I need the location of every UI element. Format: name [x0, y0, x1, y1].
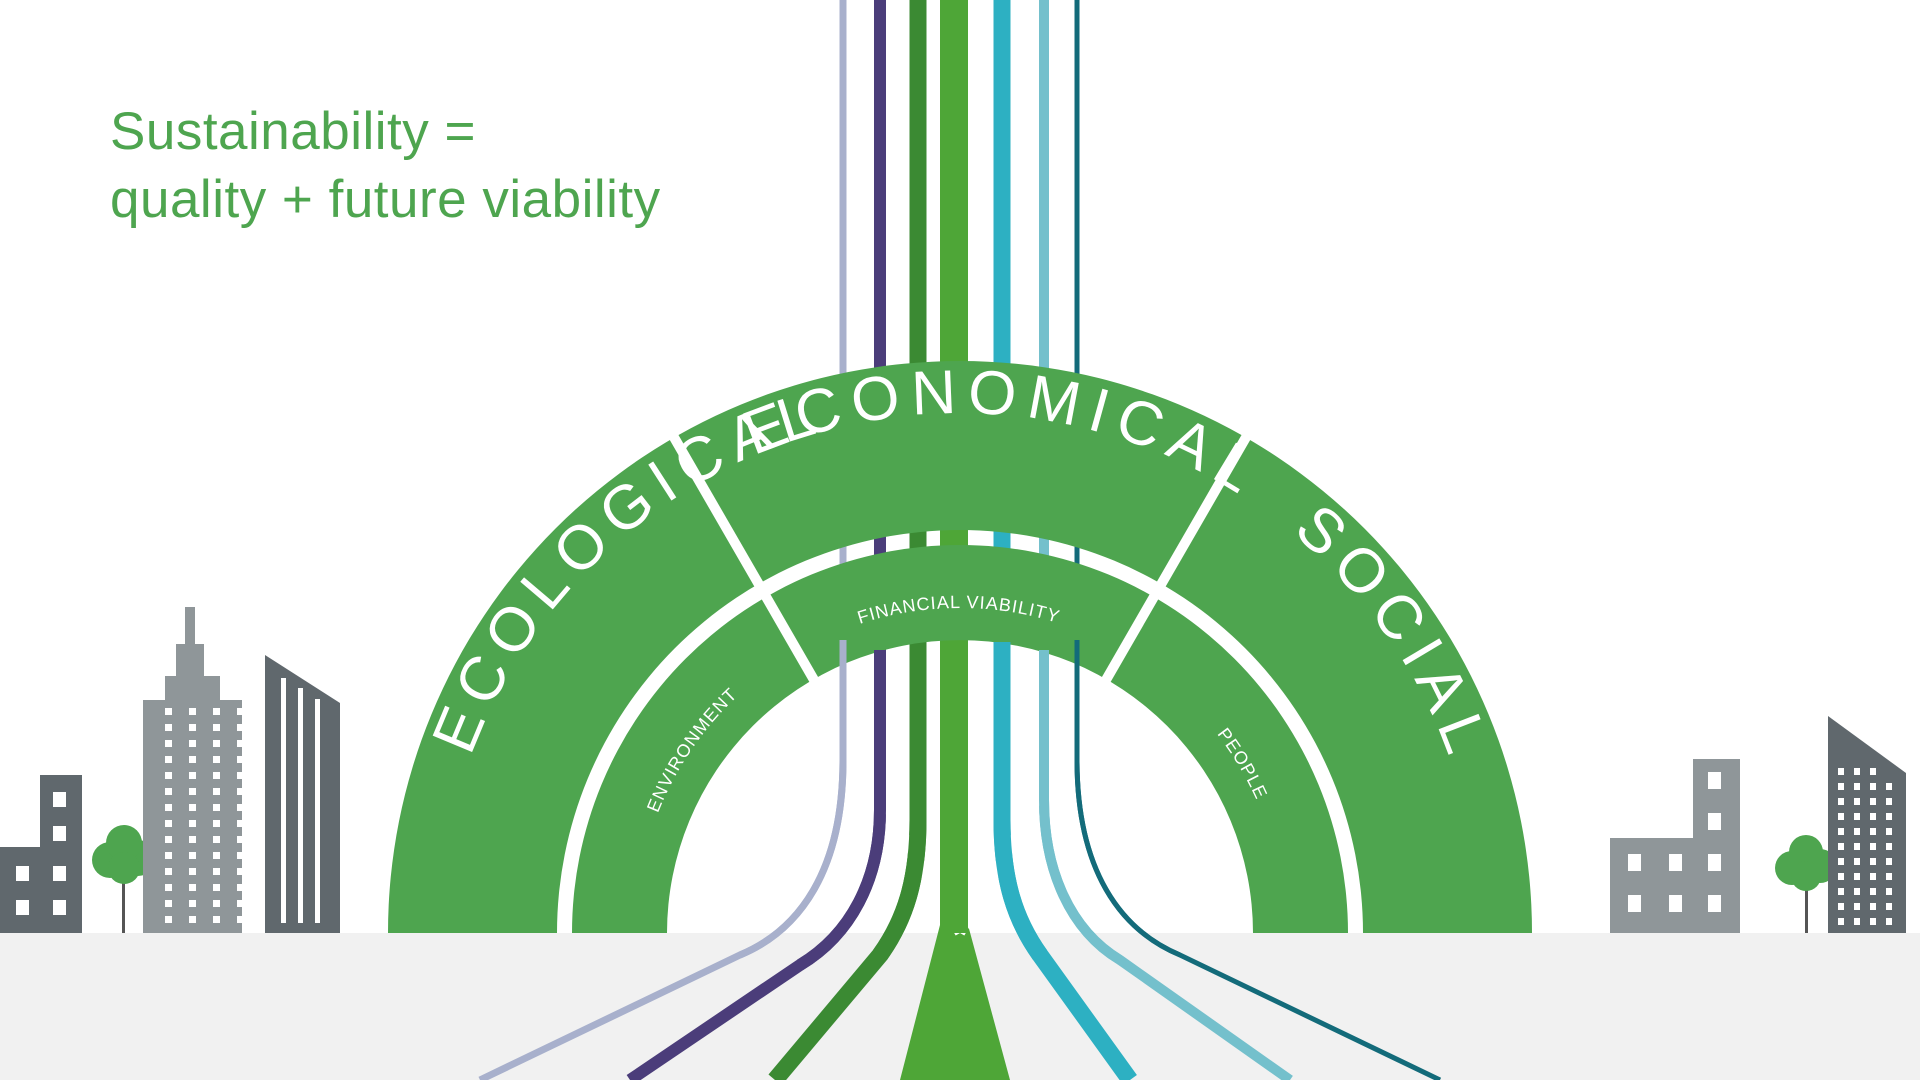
city-left: [0, 607, 340, 933]
building-left-tower: [143, 607, 242, 933]
building-left-slanted: [265, 655, 340, 933]
headline: Sustainability = quality + future viabil…: [110, 98, 661, 234]
headline-line-1: Sustainability =: [110, 102, 476, 161]
stripe-green: [900, 0, 1010, 1080]
building-left-small: [0, 847, 40, 933]
headline-line-2: quality + future viability: [110, 170, 661, 229]
tree-right: [1775, 835, 1837, 933]
city-right: [1610, 716, 1906, 933]
stripes-inner: [738, 640, 1181, 971]
arch-outer-ring: [388, 361, 1532, 933]
arch-inner-ring: [572, 545, 1348, 933]
tree-left: [92, 825, 156, 933]
building-right-slanted: [1828, 716, 1906, 933]
